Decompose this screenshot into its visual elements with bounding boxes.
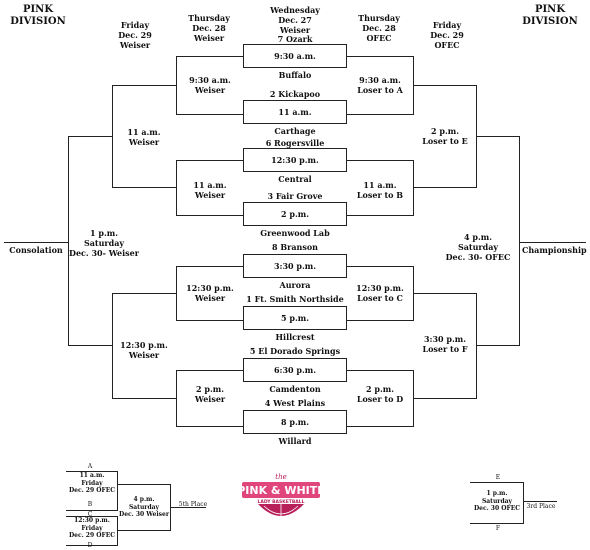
logo-text-small: the [275, 473, 286, 481]
mini-label-d: D [87, 542, 93, 549]
game-time-1: 9:30 a.m. [274, 51, 316, 61]
game-box-6 [243, 306, 347, 330]
championship-label: Championship [522, 245, 587, 255]
team-label: Carthage [274, 126, 316, 136]
team-label: Aurora [279, 280, 311, 290]
right-sf1-label: 2 p.m.Loser to E [422, 126, 468, 146]
game-box-5 [243, 254, 347, 278]
third-place-label: 3rd Place [526, 503, 556, 510]
game-box-3 [243, 148, 347, 172]
game-box-7 [243, 358, 347, 382]
right-qf1-label: 9:30 a.m.Loser to A [357, 75, 403, 95]
team-label: Hillcrest [275, 332, 315, 342]
team-label: Buffalo [278, 70, 312, 80]
team-label: 2 Kickapoo [269, 89, 321, 99]
mini-label-c: C [87, 511, 93, 518]
left-qf1-label: 9:30 a.m.Weiser [189, 75, 231, 95]
game-time-8: 8 p.m. [281, 417, 309, 427]
game-box-8 [243, 410, 347, 434]
team-label: 1 Ft. Smith Northside [246, 294, 344, 304]
logo-graphic: the PINK & WHITE LADY BASKETBALL [237, 473, 325, 520]
mini-label-e: E [495, 474, 501, 481]
team-label: 8 Branson [272, 242, 318, 252]
team-label: Camdenton [269, 384, 321, 394]
pink-and-white-logo: the PINK & WHITE LADY BASKETBALL [237, 470, 325, 526]
team-label: 6 Rogersville [265, 138, 325, 148]
left-qf4-label: 2 p.m.Weiser [194, 384, 226, 404]
game-box-2 [243, 100, 347, 124]
team-label: 5 El Dorado Springs [249, 346, 341, 356]
mini-label-f: F [495, 525, 501, 532]
left-sf2-label: 12:30 p.m.Weiser [120, 340, 168, 360]
logo-text-sub: LADY BASKETBALL [257, 499, 304, 505]
fifth-place-label: 5th Place [178, 501, 208, 508]
game-time-5: 3:30 p.m. [273, 261, 317, 271]
game-time-4: 2 p.m. [281, 209, 309, 219]
mini-label-a: A [87, 463, 93, 470]
game-time-7: 6:30 p.m. [273, 365, 317, 375]
game-time-3: 12:30 p.m. [271, 155, 319, 165]
team-label: 7 Ozark [277, 34, 313, 44]
left-sf1-label: 11 a.m.Weiser [127, 127, 161, 147]
game-box-1 [243, 44, 347, 68]
team-label: Willard [278, 436, 312, 446]
team-label: Central [278, 174, 312, 184]
logo-text-main: PINK & WHITE [240, 484, 322, 497]
game-time-6: 5 p.m. [281, 313, 309, 323]
team-label: Greenwood Lab [260, 228, 330, 238]
left-qf3-label: 12:30 p.m.Weiser [186, 283, 234, 303]
right-qf2-label: 11 a.m.Loser to B [356, 180, 404, 200]
right-qf4-label: 2 p.m.Loser to D [356, 384, 404, 404]
mini-label-b: B [87, 501, 93, 508]
team-label: 4 West Plains [264, 398, 326, 408]
right-sf2-label: 3:30 p.m.Loser to F [422, 334, 468, 354]
right-qf3-label: 12:30 p.m.Loser to C [356, 283, 404, 303]
left-qf2-label: 11 a.m.Weiser [193, 180, 227, 200]
consolation-label: Consolation [9, 245, 63, 255]
game-time-2: 11 a.m. [278, 107, 312, 117]
team-label: 3 Fair Grove [267, 191, 323, 201]
game-box-4 [243, 202, 347, 226]
